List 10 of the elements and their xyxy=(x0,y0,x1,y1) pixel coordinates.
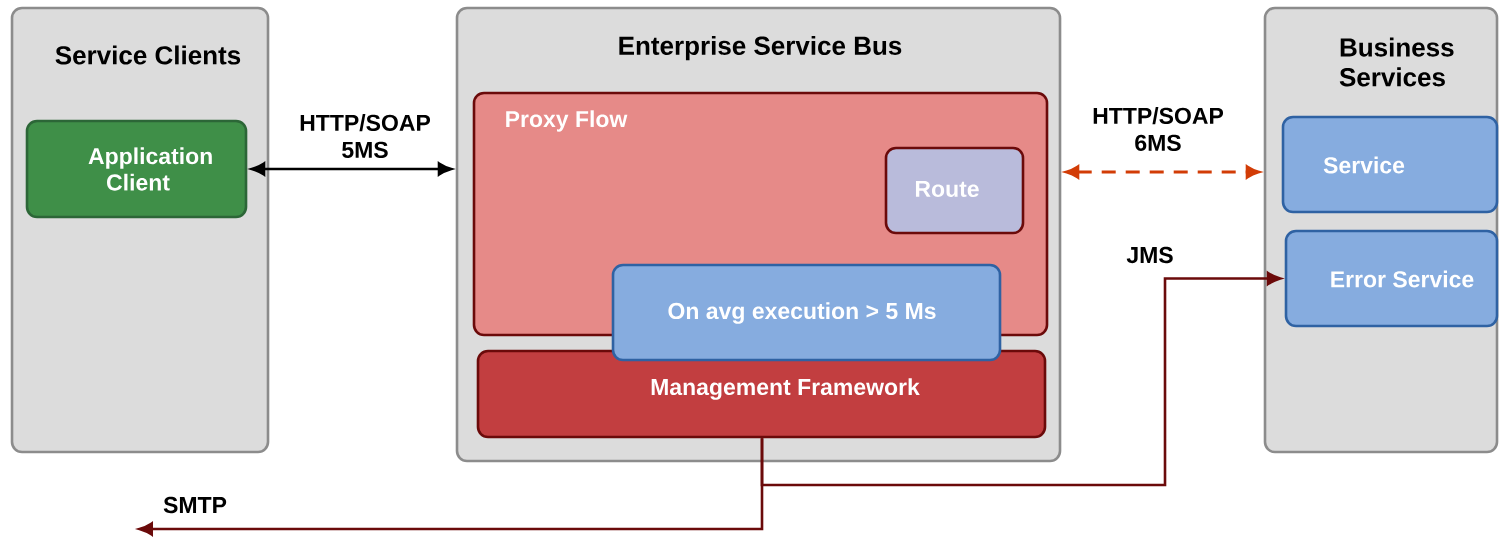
edge-label: JMS xyxy=(1126,246,1173,264)
edge-label: SMTP xyxy=(163,496,227,514)
route-box: Route xyxy=(884,146,1025,235)
edge-label: HTTP/SOAP 6MS xyxy=(1093,107,1224,151)
service-box: Service xyxy=(1281,115,1499,214)
arrow xyxy=(250,162,453,176)
edge-label: HTTP/SOAP 5MS xyxy=(300,114,431,158)
arrow xyxy=(138,438,764,536)
service-box: Error Service xyxy=(1284,229,1499,328)
client-box: Application Client xyxy=(25,119,248,219)
